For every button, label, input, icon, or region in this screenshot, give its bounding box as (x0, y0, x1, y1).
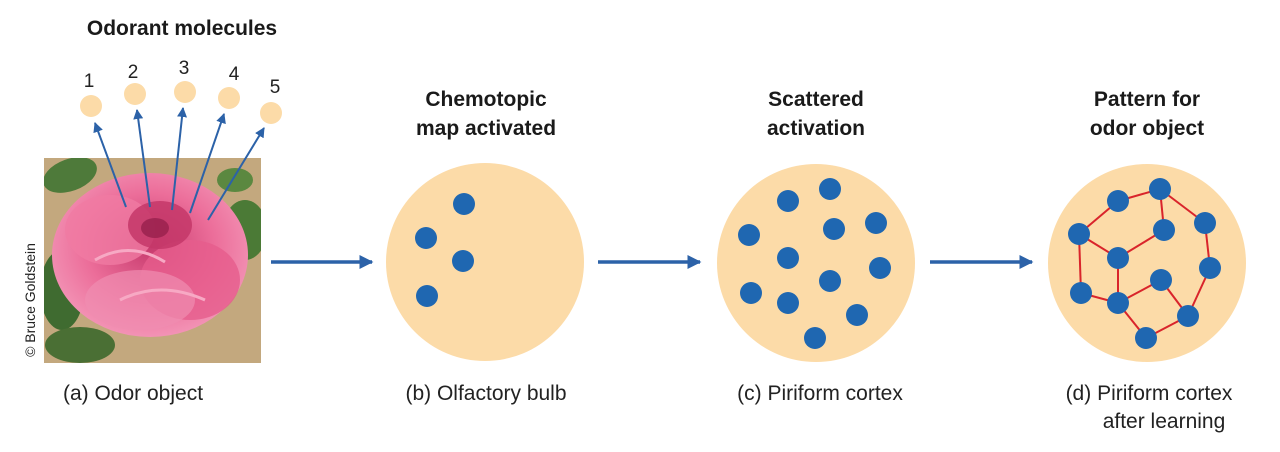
pattern-node (1070, 282, 1092, 304)
caption-olfactory-bulb: (b) Olfactory bulb (405, 382, 566, 405)
pattern-node (1150, 269, 1172, 291)
activation-dot (804, 327, 826, 349)
molecule-number: 5 (270, 77, 281, 98)
odorant-molecule (174, 81, 196, 103)
pattern-node (1107, 247, 1129, 269)
panel-piriform-cortex: Scattered activation (c) Piriform cortex (717, 88, 915, 405)
pattern-node (1107, 292, 1129, 314)
caption-piriform-cortex: (c) Piriform cortex (737, 382, 903, 405)
pattern-node (1153, 219, 1175, 241)
pattern-node (1194, 212, 1216, 234)
panel-title: Chemotopic (425, 88, 547, 111)
activation-dot (453, 193, 475, 215)
caption-piriform-after-learning: (d) Piriform cortex (1066, 382, 1233, 405)
olfactory-bulb-circle (386, 163, 584, 361)
activation-dot (823, 218, 845, 240)
molecule-number: 4 (229, 64, 240, 85)
pattern-node (1177, 305, 1199, 327)
pattern-node (1199, 257, 1221, 279)
photo-credit: © Bruce Goldstein (22, 243, 38, 357)
activation-dot (846, 304, 868, 326)
panel-odor-object-pattern: Pattern for odor object (1048, 88, 1246, 433)
molecule-number: 1 (84, 71, 95, 92)
odorant-molecule (218, 87, 240, 109)
panel-olfactory-bulb: Chemotopic map activated (b) Olfactory b… (386, 88, 584, 405)
panel-title: Scattered (768, 88, 864, 111)
molecule-number: 3 (179, 58, 190, 79)
rose-photo (44, 158, 261, 363)
activation-dot (869, 257, 891, 279)
odorant-molecule (124, 83, 146, 105)
emission-arrow (133, 109, 151, 208)
pattern-node (1107, 190, 1129, 212)
activation-dot (777, 247, 799, 269)
odorant-molecules: 1 2 3 4 5 (80, 58, 282, 124)
panel-title: odor object (1090, 117, 1204, 140)
activation-dot (416, 285, 438, 307)
odorant-molecules-title: Odorant molecules (87, 17, 277, 40)
panel-title: map activated (416, 117, 556, 140)
pattern-node (1135, 327, 1157, 349)
emission-arrow (171, 107, 188, 211)
molecule-number: 2 (128, 62, 139, 83)
caption-odor-object: (a) Odor object (63, 382, 203, 405)
emission-arrow (207, 127, 265, 221)
activation-dot (738, 224, 760, 246)
panel-title: Pattern for (1094, 88, 1200, 111)
activation-dot (865, 212, 887, 234)
caption-piriform-after-learning-line2: after learning (1103, 410, 1226, 433)
activation-dot (452, 250, 474, 272)
odorant-molecule (80, 95, 102, 117)
emission-arrows (93, 107, 265, 221)
activation-dot (740, 282, 762, 304)
emission-arrow (93, 122, 127, 208)
panel-title: activation (767, 117, 865, 140)
activation-dot (415, 227, 437, 249)
activation-dot (777, 190, 799, 212)
pattern-node (1068, 223, 1090, 245)
odorant-molecule (260, 102, 282, 124)
pattern-node (1149, 178, 1171, 200)
activation-dot (819, 270, 841, 292)
activation-dot (777, 292, 799, 314)
emission-arrow (189, 113, 226, 214)
activation-dot (819, 178, 841, 200)
